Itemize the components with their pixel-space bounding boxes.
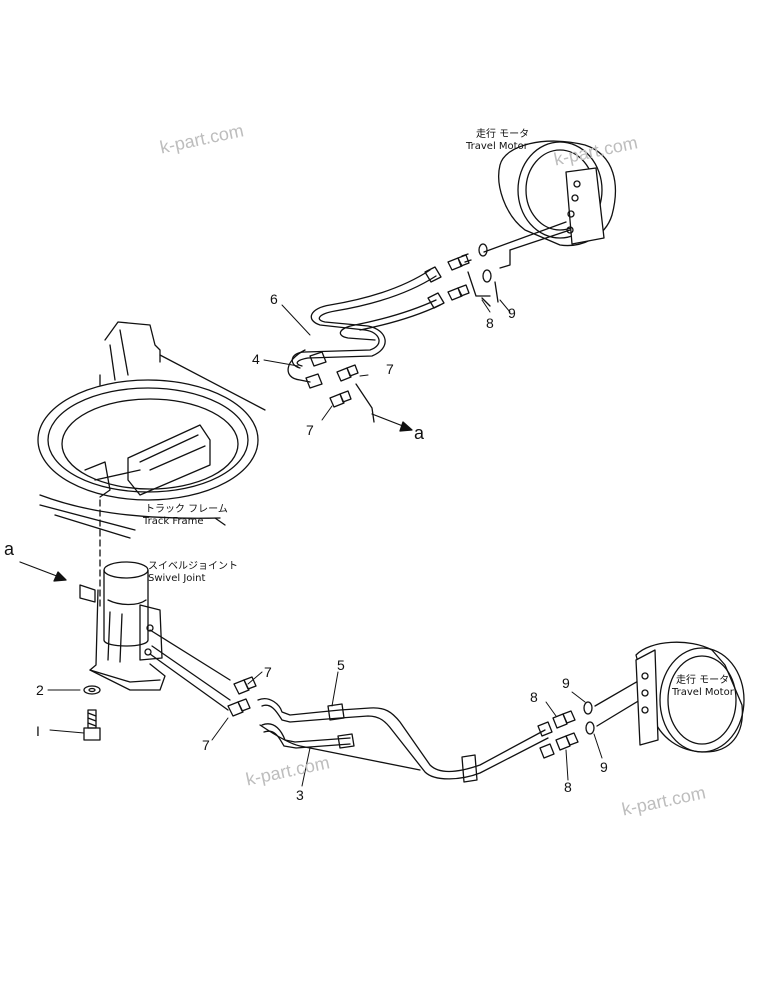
travel-motor-right-caption-jp: 走行 モータ [676,675,730,686]
callout-9: 9 [600,759,608,775]
arrow-a-right-head [399,421,413,432]
callout-8: 8 [530,689,538,705]
travel-motor-bottom [635,641,745,753]
callout-1: I [36,723,40,739]
travel-motor-top [483,140,617,269]
leader-lines-top [263,299,511,421]
arrow-a-left-head [53,571,67,582]
callout-8: 8 [564,779,572,795]
callout-5: 5 [337,657,345,673]
bottom-hoses [149,629,555,783]
arrow-a-left [19,561,63,579]
callout-7: 7 [264,664,272,680]
callout-2: 2 [36,682,44,698]
callout-4: 4 [252,351,260,367]
travel-motor-top-caption-jp: 走行 モータ [476,129,530,140]
travel-motor-top-caption-en: Travel Motor [466,141,528,152]
swivel-joint-caption-jp: スイベルジョイント [148,561,238,572]
callout-7: 7 [202,737,210,753]
swivel-joint-caption-en: Swivel Joint [148,573,206,584]
callout-8: 8 [486,315,494,331]
callout-3: 3 [296,787,304,803]
callout-6: 6 [270,291,278,307]
swivel-joint [79,561,166,691]
leader-lines-bottom [47,671,603,787]
bolt-and-washer [83,685,101,741]
top-fittings [447,243,499,307]
callout-9: 9 [562,675,570,691]
callout-a-left: a [4,539,15,559]
track-frame [37,321,266,611]
top-hoses [287,266,445,423]
callout-a-right: a [414,423,425,443]
travel-motor-right-caption-en: Travel Motor [672,687,734,698]
track-frame-caption-jp: トラック フレーム [145,504,228,515]
bottom-fittings [552,679,641,751]
callout-7: 7 [386,361,394,377]
callout-7: 7 [306,422,314,438]
track-frame-caption-en: Track Frame [143,516,204,527]
callout-9: 9 [508,305,516,321]
